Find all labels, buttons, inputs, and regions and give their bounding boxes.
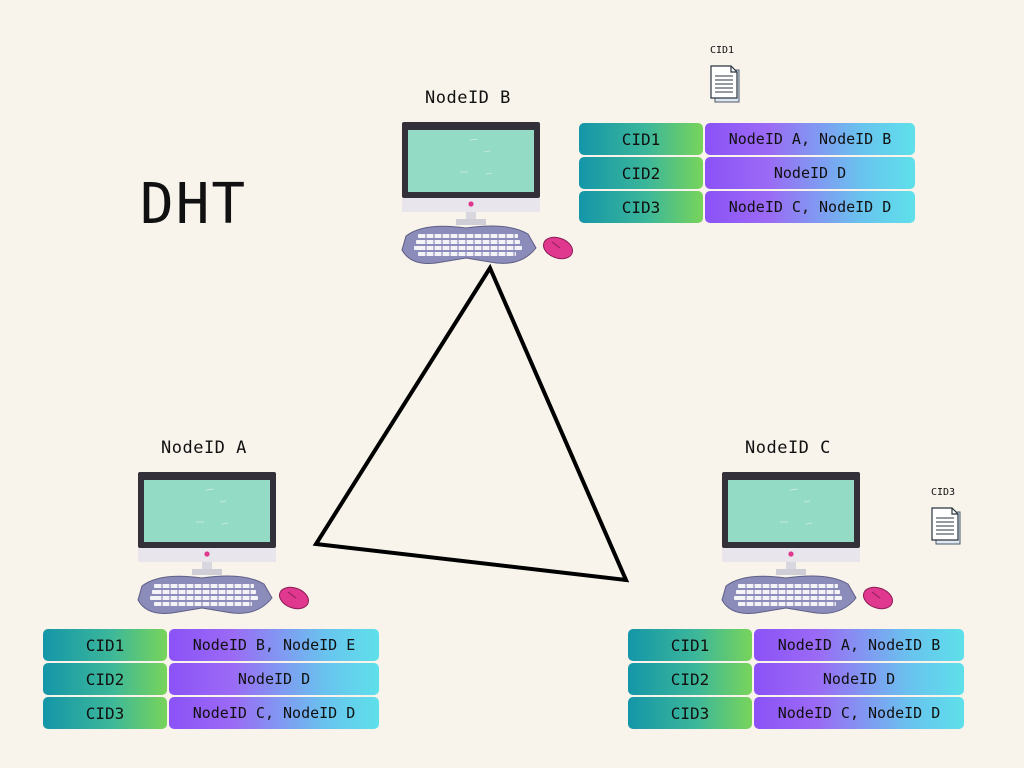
cid-cell: CID2 [628, 663, 752, 695]
nodes-cell: NodeID C, NodeID D [705, 191, 915, 223]
node-c-label: NodeID C [745, 438, 831, 458]
nodes-cell: NodeID D [705, 157, 915, 189]
cid-cell: CID3 [43, 697, 167, 729]
nodes-cell: NodeID B, NodeID E [169, 629, 379, 661]
cid-cell: CID1 [579, 123, 703, 155]
node-a-label: NodeID A [161, 438, 247, 458]
nodes-cell: NodeID C, NodeID D [169, 697, 379, 729]
node-b-dht-table: CID1 NodeID A, NodeID B CID2 NodeID D CI… [579, 123, 915, 223]
node-b-label: NodeID B [425, 88, 511, 108]
node-a-dht-table: CID1 NodeID B, NodeID E CID2 NodeID D CI… [43, 629, 379, 729]
node-b-computer-icon [401, 122, 577, 265]
node-c-dht-table: CID1 NodeID A, NodeID B CID2 NodeID D CI… [628, 629, 964, 729]
node-a-computer-icon [137, 472, 313, 615]
nodes-cell: NodeID D [169, 663, 379, 695]
node-c-document-icon [931, 507, 961, 545]
table-row: CID2 NodeID D [628, 663, 964, 695]
table-row: CID1 NodeID A, NodeID B [579, 123, 915, 155]
node-c-document-label: CID3 [931, 487, 956, 498]
node-c-computer-icon [721, 472, 897, 615]
table-row: CID1 NodeID A, NodeID B [628, 629, 964, 661]
nodes-cell: NodeID A, NodeID B [705, 123, 915, 155]
nodes-cell: NodeID D [754, 663, 964, 695]
nodes-cell: NodeID C, NodeID D [754, 697, 964, 729]
table-row: CID2 NodeID D [579, 157, 915, 189]
table-row: CID2 NodeID D [43, 663, 379, 695]
table-row: CID3 NodeID C, NodeID D [628, 697, 964, 729]
table-row: CID3 NodeID C, NodeID D [579, 191, 915, 223]
cid-cell: CID1 [43, 629, 167, 661]
node-b-document-label: CID1 [710, 45, 735, 56]
cid-cell: CID2 [43, 663, 167, 695]
diagram-title: DHT [140, 172, 248, 237]
cid-cell: CID1 [628, 629, 752, 661]
cid-cell: CID2 [579, 157, 703, 189]
node-b-document-icon [710, 65, 740, 103]
cid-cell: CID3 [579, 191, 703, 223]
table-row: CID3 NodeID C, NodeID D [43, 697, 379, 729]
link-triangle [312, 263, 630, 583]
nodes-cell: NodeID A, NodeID B [754, 629, 964, 661]
table-row: CID1 NodeID B, NodeID E [43, 629, 379, 661]
cid-cell: CID3 [628, 697, 752, 729]
